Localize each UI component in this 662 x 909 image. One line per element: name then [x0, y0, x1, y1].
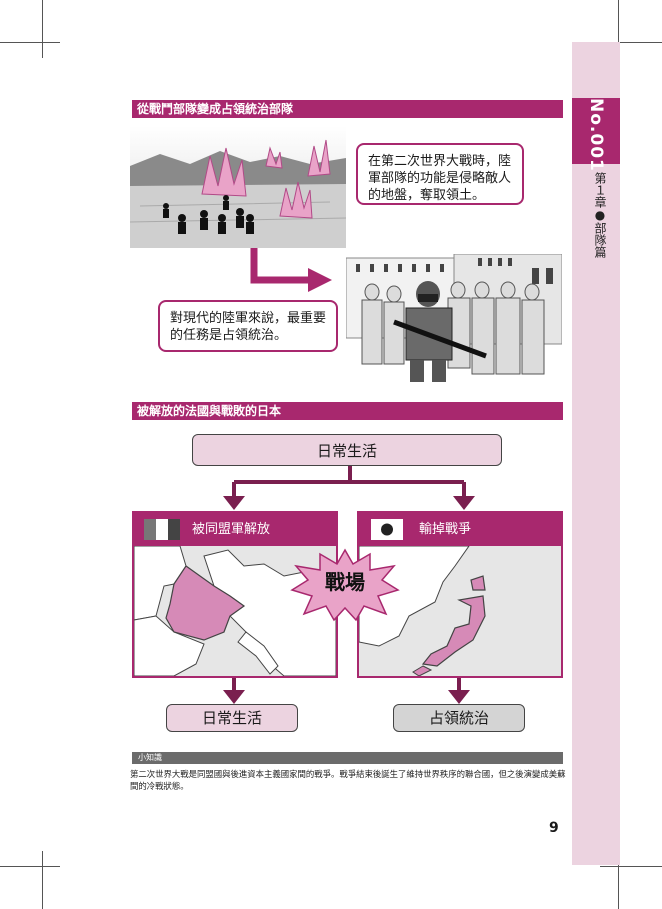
japan-result-box: 占領統治: [393, 704, 525, 732]
crop-mark: [600, 866, 662, 867]
japan-panel-header: 輸掉戰爭: [359, 513, 561, 546]
section-heading-combat-to-occupation: 從戰鬥部隊變成占領統治部隊: [132, 100, 563, 118]
france-flag-icon: [144, 519, 180, 540]
battlefield-label: 戰場: [325, 570, 365, 594]
chapter-number: No.001: [586, 98, 606, 172]
france-panel-header: 被同盟軍解放: [134, 513, 336, 546]
battlefield-illustration: [130, 126, 346, 248]
section-heading-france-japan: 被解放的法國與戰敗的日本: [132, 402, 563, 420]
chapter-title: 第１章●部隊篇: [593, 172, 607, 258]
tidbit-text: 第二次世界大戰是同盟國與後進資本主義國家間的戰爭。戰爭結束後誕生了維持世界秩序的…: [130, 769, 566, 791]
daily-life-top-box: 日常生活: [192, 434, 502, 466]
crop-mark: [42, 0, 43, 58]
battlefield-burst: [290, 548, 400, 622]
page-number: 9: [549, 820, 559, 836]
france-panel-label: 被同盟軍解放: [192, 522, 271, 537]
result-arrows: [223, 678, 470, 704]
branch-arrows: [223, 466, 475, 510]
crop-mark: [618, 851, 619, 909]
bent-arrow: [250, 248, 332, 292]
japan-flag-icon: [371, 519, 403, 540]
crop-mark: [600, 42, 662, 43]
crop-mark: [0, 42, 60, 43]
crop-mark: [0, 866, 60, 867]
occupation-illustration: [346, 254, 562, 384]
crop-mark: [618, 0, 619, 58]
chapter-sidebar: [572, 42, 620, 865]
crop-mark: [42, 851, 43, 909]
france-panel: 被同盟軍解放: [132, 511, 338, 678]
tidbit-label: 小知識: [132, 752, 563, 764]
chapter-number-tab: No.001: [572, 98, 620, 172]
france-result-box: 日常生活: [166, 704, 298, 732]
callout-wwii-role: 在第二次世界大戰時，陸軍部隊的功能是侵略敵人的地盤，奪取領土。: [356, 143, 524, 205]
callout-modern-role: 對現代的陸軍來說，最重要的任務是占領統治。: [158, 300, 338, 352]
japan-panel-label: 輸掉戰爭: [419, 522, 472, 537]
